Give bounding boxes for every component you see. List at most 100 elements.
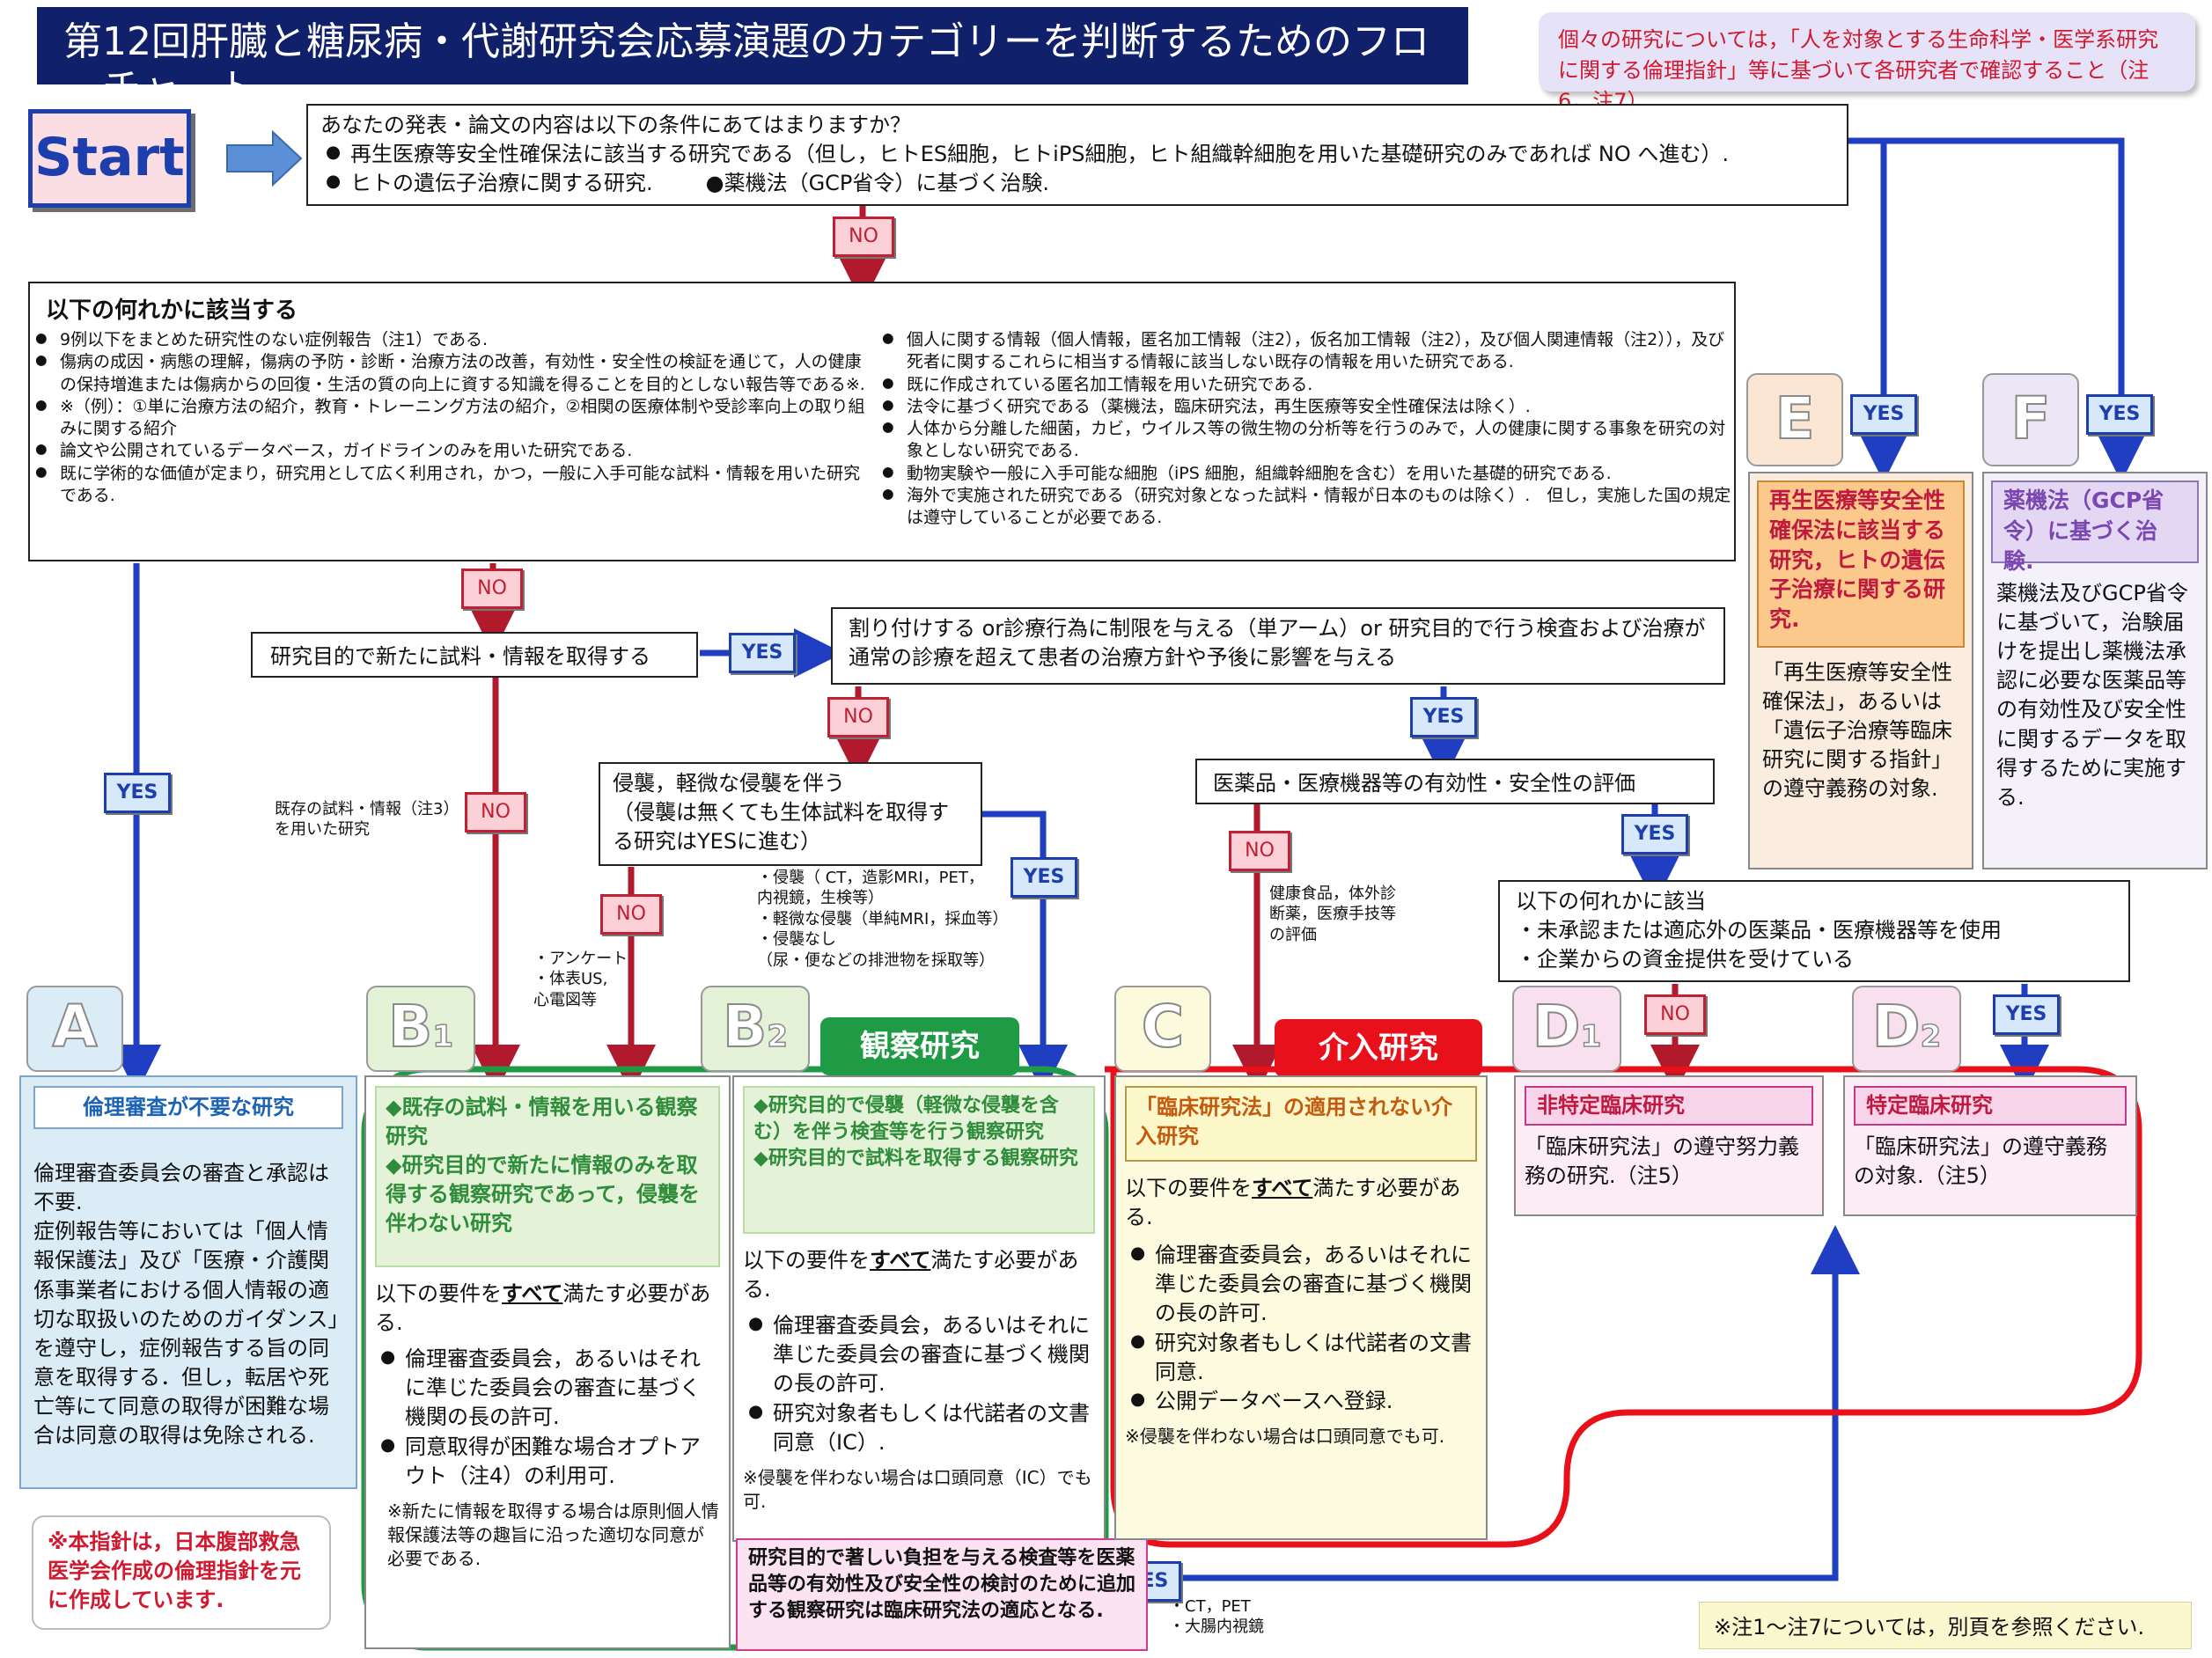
clinical-law-note: 研究目的で著しい負担を与える検査等を医薬品等の有効性及び安全性の検討のために追加… — [736, 1538, 1148, 1651]
ct-label: ・CT，PET ・大腸内視鏡 — [1169, 1597, 1264, 1637]
category-b2-badge: B2 — [701, 986, 810, 1072]
category-b2-note: ※侵襲を伴わない場合は口頭同意（IC）でも可. — [743, 1466, 1092, 1512]
category-a-panel: 倫理審査が不要な研究 倫理審査委員会の審査と承認は不要. 症例報告等においては「… — [19, 1075, 357, 1489]
question-2-heading: 以下の何れかに該当する — [46, 297, 298, 324]
question-2-item: 既に学術的な価値が定まり，研究用として広く利用され，かつ，一般に入手可能な試料・… — [30, 463, 875, 508]
category-b1-note: ※新たに情報を取得する場合は原則個人情報保護法等の趣旨に沿った適切な同意が必要で… — [387, 1500, 719, 1569]
question-2-item: 論文や公開されているデータベース，ガイドラインのみを用いた研究である. — [30, 440, 875, 462]
existing-data-label: 既存の試料・情報（注3） を用いた研究 — [275, 800, 459, 840]
survey-label: ・アンケート ・体表US, 心電図等 — [533, 950, 628, 1009]
category-b1-panel: ◆既存の試料・情報を用いる観察研究 ◆研究目的で新たに情報のみを取得する観察研究… — [364, 1075, 731, 1649]
category-d1-badge: D1 — [1512, 986, 1621, 1072]
question-2-item: 海外で実施された研究である（研究対象となった試料・情報が日本のものは除く）. 但… — [877, 485, 1732, 530]
category-e-header: 再生医療等安全性確保法に該当する研究，ヒトの遺伝子治療に関する研究. — [1757, 481, 1965, 648]
interventional-label: 介入研究 — [1275, 1019, 1482, 1077]
category-c-requirements: 倫理審査委員会，あるいはそれに準じた委員会の審査に基づく機関の長の許可. 研究対… — [1125, 1241, 1477, 1416]
category-c-badge: C — [1114, 986, 1211, 1072]
question-1-item: ヒトの遺伝子治療に関する研究.●薬機法（GCP省令）に基づく治験. — [320, 169, 1834, 198]
top-note: 個々の研究については，「人を対象とする生命科学・医学系研究に関する倫理指針」等に… — [1539, 12, 2195, 114]
no-tag: NO — [461, 569, 523, 609]
category-c-lead: 以下の要件をすべて満たす必要がある. — [1125, 1176, 1461, 1230]
category-d1-body: 「臨床研究法」の遵守努力義務の研究.（注5） — [1525, 1134, 1799, 1189]
category-e-panel: 再生医療等安全性確保法に該当する研究，ヒトの遺伝子治療に関する研究. 「再生医療… — [1748, 472, 1973, 869]
requirement-item: 倫理審査委員会，あるいはそれに準じた委員会の審査に基づく機関の長の許可. — [375, 1345, 720, 1432]
category-d1-panel: 非特定臨床研究 「臨床研究法」の遵守努力義務の研究.（注5） — [1514, 1075, 1824, 1216]
category-d2-body: 「臨床研究法」の遵守義務の対象.（注5） — [1854, 1134, 2107, 1189]
category-f-panel: 薬機法（GCP省令）に基づく治験. 薬機法及びGCP省令に基づいて，治験届けを提… — [1982, 472, 2208, 869]
question-1-box: あなたの発表・論文の内容は以下の条件にあてはまりますか？ 再生医療等安全性確保法… — [306, 104, 1848, 206]
category-b2-header: ◆研究目的で侵襲（軽微な侵襲を含む）を伴う検査等を行う観察研究 ◆研究目的で試料… — [743, 1086, 1095, 1234]
category-b1-badge: B1 — [366, 986, 475, 1072]
yes-tag: YES — [1010, 857, 1077, 898]
question-2-item: 個人に関する情報（個人情報，匿名加工情報（注2），仮名加工情報（注2），及び個人… — [877, 329, 1732, 374]
yes-tag: YES — [1410, 697, 1477, 737]
category-b2-requirements: 倫理審査委員会，あるいはそれに準じた委員会の審査に基づく機関の長の許可. 研究対… — [743, 1311, 1095, 1457]
question-2-note: ※（例）：①単に治療方法の紹介，教育・トレーニング方法の紹介，②相関の医療体制や… — [30, 396, 875, 441]
question-1-text: あなたの発表・論文の内容は以下の条件にあてはまりますか？ — [320, 113, 912, 137]
category-b1-requirements: 倫理審査委員会，あるいはそれに準じた委員会の審査に基づく機関の長の許可. 同意取… — [375, 1345, 720, 1491]
category-f-body: 薬機法及びGCP省令に基づいて，治験届けを提出し薬機法承認に必要な医薬品等の有効… — [1996, 581, 2188, 810]
requirement-item: 公開データベースへ登録. — [1125, 1387, 1477, 1416]
category-f-badge: F — [1982, 373, 2079, 466]
question-7-box: 以下の何れかに該当 ・未承認または適応外の医薬品・医療機器等を使用 ・企業からの… — [1498, 880, 2130, 982]
page-title: 第12回肝臓と糖尿病・代謝研究会応募演題のカテゴリーを判断するためのフローチャー… — [37, 7, 1468, 111]
category-b2-lead: 以下の要件をすべて満たす必要がある. — [743, 1248, 1079, 1302]
question-2-left-list: 9例以下をまとめた研究性のない症例報告（注1）である. 傷病の成因・病態の理解，… — [30, 329, 875, 507]
category-e-body: 「再生医療等安全性確保法」，あるいは「遺伝子治療等臨床研究に関する指針」の遵守義… — [1762, 660, 1952, 802]
question-2-box: 以下の何れかに該当する 9例以下をまとめた研究性のない症例報告（注1）である. … — [28, 282, 1736, 561]
yes-tag: YES — [1850, 394, 1917, 435]
category-e-badge: E — [1746, 373, 1843, 466]
requirement-item: 研究対象者もしくは代諾者の文書同意. — [1125, 1329, 1477, 1387]
guideline-source-note: ※本指針は，日本腹部救急医学会作成の倫理指針を元に作成しています. — [32, 1515, 331, 1630]
category-d2-panel: 特定臨床研究 「臨床研究法」の遵守義務の対象.（注5） — [1843, 1075, 2137, 1216]
invasive-label: ・侵襲（ CT，造影MRI，PET， 内視鏡，生検等） ・軽微な侵襲（単純MRI… — [757, 869, 1009, 970]
question-7-item: ・未承認または適応外の医薬品・医療機器等を使用 — [1516, 918, 2002, 943]
category-d1-header: 非特定臨床研究 — [1525, 1086, 1813, 1126]
start-button[interactable]: Start — [28, 109, 191, 208]
notes-reference: ※注1～注7については，別頁を参照ください. — [1699, 1602, 2192, 1649]
question-1-list: 再生医療等安全性確保法に該当する研究である（但し，ヒトES細胞，ヒトiPS細胞，… — [320, 140, 1834, 198]
no-tag: NO — [600, 894, 662, 935]
question-4-box: 割り付けする or診療行為に制限を与える（単アーム）or 研究目的で行う検査およ… — [831, 607, 1725, 685]
no-tag: NO — [1644, 994, 1706, 1035]
category-c-panel: 「臨床研究法」の適用されない介入研究 以下の要件をすべて満たす必要がある. 倫理… — [1114, 1075, 1488, 1540]
requirement-item: 倫理審査委員会，あるいはそれに準じた委員会の審査に基づく機関の長の許可. — [743, 1311, 1095, 1398]
no-tag: NO — [833, 216, 894, 257]
category-c-header: 「臨床研究法」の適用されない介入研究 — [1125, 1086, 1477, 1162]
category-b2-panel: ◆研究目的で侵襲（軽微な侵襲を含む）を伴う検査等を行う観察研究 ◆研究目的で試料… — [732, 1075, 1106, 1542]
no-tag: NO — [465, 792, 526, 833]
category-c-note: ※侵襲を伴わない場合は口頭同意でも可. — [1125, 1425, 1445, 1447]
question-6-box: 医薬品・医療機器等の有効性・安全性の評価 — [1195, 759, 1715, 804]
category-a-badge: A — [26, 986, 123, 1072]
category-d2-header: 特定臨床研究 — [1854, 1086, 2127, 1126]
yes-tag: YES — [2086, 394, 2153, 435]
question-2-item: 法令に基づく研究である（薬機法，臨床研究法，再生医療等安全性確保法は除く）. — [877, 396, 1732, 418]
question-1-item: 再生医療等安全性確保法に該当する研究である（但し，ヒトES細胞，ヒトiPS細胞，… — [320, 140, 1834, 169]
question-2-item: 9例以下をまとめた研究性のない症例報告（注1）である. — [30, 329, 875, 351]
food-label: 健康食品，体外診 断薬，医療手技等 の評価 — [1269, 884, 1396, 944]
question-5-box: 侵襲，軽微な侵襲を伴う （侵襲は無くても生体試料を取得する研究はYESに進む） — [599, 762, 982, 866]
question-7-heading: 以下の何れかに該当 — [1516, 889, 1706, 913]
category-a-body: 倫理審査委員会の審査と承認は不要. 症例報告等においては「個人情報保護法」及び「… — [33, 1161, 339, 1449]
question-3-box: 研究目的で新たに試料・情報を取得する — [251, 632, 698, 678]
yes-tag: YES — [729, 633, 796, 673]
category-a-header: 倫理審査が不要な研究 — [33, 1086, 343, 1130]
question-2-item: 動物実験や一般に入手可能な細胞（iPS 細胞，組織幹細胞を含む）を用いた基礎的研… — [877, 463, 1732, 485]
question-2-item: 既に作成されている匿名加工情報を用いた研究である. — [877, 374, 1732, 396]
yes-tag: YES — [1621, 814, 1688, 855]
category-b1-lead: 以下の要件をすべて満たす必要がある. — [375, 1281, 711, 1336]
no-tag: NO — [827, 697, 889, 737]
requirement-item: 倫理審査委員会，あるいはそれに準じた委員会の審査に基づく機関の長の許可. — [1125, 1241, 1477, 1328]
question-7-item: ・企業からの資金提供を受けている — [1516, 947, 1854, 972]
category-f-header: 薬機法（GCP省令）に基づく治験. — [1991, 481, 2199, 574]
observational-label: 観察研究 — [820, 1017, 1019, 1075]
yes-tag: YES — [104, 773, 171, 813]
requirement-item: 同意取得が困難な場合オプトアウト（注4）の利用可. — [375, 1433, 720, 1491]
requirement-item: 研究対象者もしくは代諾者の文書同意（IC）. — [743, 1399, 1095, 1457]
no-tag: NO — [1229, 831, 1290, 871]
category-d2-badge: D2 — [1852, 986, 1961, 1072]
question-2-item: 傷病の成因・病態の理解，傷病の予防・診断・治療方法の改善，有効性・安全性の検証を… — [30, 351, 875, 396]
yes-tag: YES — [1993, 994, 2060, 1035]
question-2-right-list: 個人に関する情報（個人情報，匿名加工情報（注2），仮名加工情報（注2），及び個人… — [877, 329, 1732, 529]
question-1-item-tail: ●薬機法（GCP省令）に基づく治験. — [705, 171, 1050, 196]
